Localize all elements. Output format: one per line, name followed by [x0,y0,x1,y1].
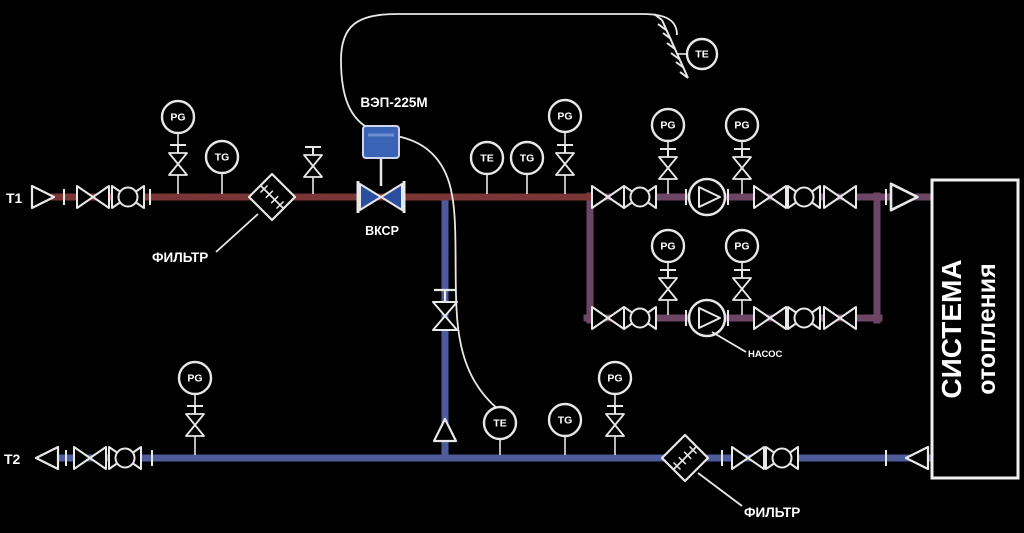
ball-valve-pump-top-in [623,185,657,209]
flow-arrow-supply-in [30,184,56,210]
flange-ticks [63,189,887,466]
gauge-label: TG [558,415,573,427]
gauge-label: PG [170,112,185,124]
pump-label: НАСОС [748,349,782,360]
gauge-label: PG [734,120,749,132]
instruments: PG TG TE TG PG PG PG PG PG PG PG TG TE T… [160,37,760,441]
gate-valve-pump-bottom-out [753,306,787,330]
sensor-capillaries [340,13,678,411]
pressure-gauge: PG [597,360,633,396]
thermometer-gauge: TG [509,140,545,176]
flow-arrow-from-system [904,445,930,471]
gate-valve-pump-top-out2 [823,185,857,209]
flow-arrow-to-system [889,182,919,212]
gauge-label: TG [215,152,230,164]
gauge-label: TE [695,49,708,61]
wall-hatch-mark [657,23,667,31]
control-valve-tag-label: ВКСР [365,224,399,238]
heating-system-box: СИСТЕМА отопления [930,178,1020,480]
temperature-sensor: TE [469,140,505,176]
main-valves [73,185,857,470]
gauge-valve [658,269,678,301]
bypass-valve [432,288,458,331]
outdoor-wall-hatch [653,13,689,79]
gauge-valve [168,144,188,176]
gauge-label: PG [607,373,622,385]
pressure-gauge: PG [724,228,760,264]
wall-hatch-mark [670,52,680,60]
check-valve-pump-top-out [787,185,821,209]
check-valve-pump-bottom-out [787,306,821,330]
control-valve [356,125,406,213]
gauge-valve [732,148,752,180]
ball-valve-pump-bottom-in [623,306,657,330]
drain-valve [303,146,323,178]
gate-valve-supply-inlet [76,185,110,209]
gauge-label: PG [734,241,749,253]
thermometer-gauge: TG [204,139,240,175]
system-box-title-line2: отопления [973,263,1001,394]
filter-supply-label: ФИЛЬТР [152,250,208,265]
labels: Т1 Т2 ФИЛЬТР ФИЛЬТР ВЭП-225М ВКСР НАСОС [4,95,800,520]
flow-arrow-bypass-up [432,417,458,443]
leader-lines [215,213,747,507]
wall-hatch-mark [653,13,663,21]
ball-valve-supply-inlet [111,185,145,209]
gauge-valve [605,405,625,437]
pressure-gauge: PG [724,107,760,143]
pressure-gauge: PG [177,360,213,396]
strainer-filter-return [660,433,710,483]
wall-hatch-mark [679,71,689,79]
supply-line-label: Т1 [6,190,23,206]
return-line-label: Т2 [4,451,21,467]
temperature-sensor: TE [482,405,518,441]
ball-valve-return-outlet [108,446,142,470]
gauge-label: PG [660,241,675,253]
gate-valve-return-outlet [73,446,107,470]
gauge-label: PG [660,120,675,132]
ball-valve-return-inlet [765,446,799,470]
gauge-valve [555,144,575,176]
gauge-valve [185,405,205,437]
gate-valve-pump-bottom-in [591,306,625,330]
wall-hatch-mark [662,32,672,40]
control-valve-actuator [362,125,400,159]
gauge-label: PG [557,111,572,123]
flow-arrow-return-out [34,445,60,471]
gate-valve-pump-top-out [753,185,787,209]
system-box-frame [930,178,1020,480]
gauge-label: TE [480,153,493,165]
pressure-gauge: PG [160,99,196,135]
gauge-label: TE [493,418,506,430]
pump-top [687,177,727,217]
system-box-title-line1: СИСТЕМА [936,259,967,398]
control-valve-model-label: ВЭП-225М [360,95,427,110]
pressure-gauge: PG [650,228,686,264]
gate-valve-return-inlet [731,446,765,470]
flow-arrows [30,182,930,471]
pressure-gauge: PG [650,107,686,143]
control-valve-body [359,183,403,211]
gauge-valve [658,148,678,180]
gauge-valve [732,269,752,301]
strainer-filter-supply [247,172,297,222]
pump-bottom [687,298,727,338]
gauge-label: TG [520,153,535,165]
outdoor-sensor-line [340,13,678,131]
gate-valve-pump-top-in [591,185,625,209]
filter-supply-leader [215,213,259,253]
thermometer-gauge: TG [547,402,583,438]
filter-return-leader [697,472,743,507]
outdoor-temperature-sensor: TE [685,37,719,71]
wall-hatch-mark [666,42,676,50]
filter-return-label: ФИЛЬТР [744,505,800,520]
pump-leader [711,331,747,353]
gate-valve-pump-bottom-out2 [823,306,857,330]
pressure-gauge: PG [547,98,583,134]
wall-hatch-mark [675,61,685,69]
return-sensor-line [395,135,500,411]
gauge-label: PG [187,373,202,385]
